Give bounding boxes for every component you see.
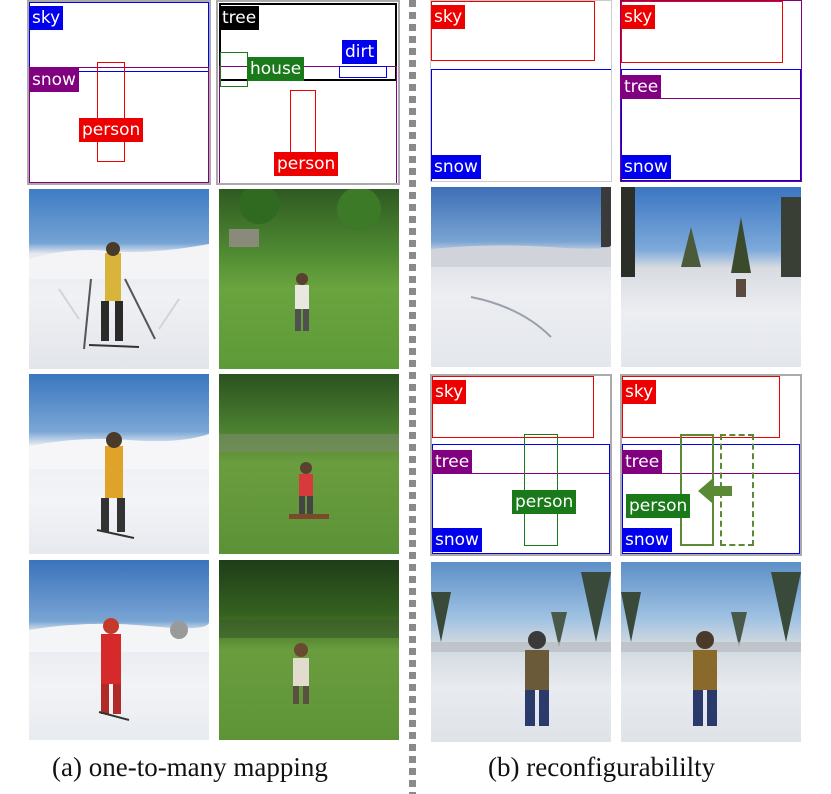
snow-label: snow bbox=[432, 528, 482, 552]
sky-box bbox=[621, 1, 783, 63]
snow-label: snow bbox=[431, 155, 481, 179]
person-box bbox=[97, 62, 125, 162]
sky-box bbox=[431, 1, 595, 61]
person-label: person bbox=[79, 118, 144, 142]
snow-box bbox=[622, 444, 800, 554]
trees-terrain bbox=[621, 187, 801, 297]
generated-image-grass-3 bbox=[219, 560, 399, 740]
tree-label: tree bbox=[219, 6, 260, 30]
skier-figure bbox=[29, 242, 209, 350]
sky-label: sky bbox=[29, 6, 64, 30]
skier-figure bbox=[621, 572, 801, 726]
generated-image-snow-2 bbox=[29, 374, 209, 554]
snow-box bbox=[29, 67, 209, 183]
snow-label: snow bbox=[29, 68, 79, 92]
skier-figure bbox=[29, 618, 209, 721]
person-label: person bbox=[512, 490, 577, 514]
dirt-label: dirt bbox=[342, 40, 378, 64]
tree-label: tree bbox=[622, 450, 663, 474]
generated-image-grass-1 bbox=[219, 189, 399, 369]
column-divider bbox=[409, 0, 416, 794]
snow-terrain bbox=[431, 187, 611, 338]
generated-image-snow-3 bbox=[29, 560, 209, 740]
snow-label: snow bbox=[621, 155, 671, 179]
sky-label: sky bbox=[622, 380, 657, 404]
house-label: house bbox=[247, 57, 305, 81]
person-label: person bbox=[274, 152, 339, 176]
sky-label: sky bbox=[431, 5, 466, 29]
layout-panel-b1: sky snow bbox=[430, 0, 612, 182]
house-box bbox=[220, 52, 248, 87]
generated-image-grass-2 bbox=[219, 374, 399, 554]
layout-panel-b4: sky tree person snow bbox=[620, 374, 802, 556]
child-figure bbox=[219, 620, 399, 704]
caption-right: (b) reconfigurabililty bbox=[488, 752, 716, 782]
sky-label: sky bbox=[621, 5, 656, 29]
move-arrow-icon bbox=[698, 479, 732, 503]
layout-panel-b3: sky tree person snow bbox=[430, 374, 612, 556]
sky-box bbox=[622, 376, 780, 438]
person-label: person bbox=[626, 494, 691, 518]
edge-line bbox=[611, 1, 612, 71]
layout-panel-a1: sky snow person bbox=[27, 0, 211, 185]
layout-panel-a2: tree house dirt person bbox=[216, 0, 400, 185]
generated-image-skier-forest-1 bbox=[431, 562, 611, 742]
tree-box bbox=[219, 3, 397, 81]
dirt-box bbox=[339, 66, 387, 78]
person-box bbox=[290, 90, 316, 158]
sky-box bbox=[432, 376, 594, 438]
generated-image-snowfield-1 bbox=[431, 187, 611, 367]
caption-left: (a) one-to-many mapping bbox=[52, 752, 328, 782]
generated-image-snowfield-2 bbox=[621, 187, 801, 367]
sky-box bbox=[29, 2, 209, 72]
snow-box bbox=[621, 69, 801, 181]
child-figure bbox=[229, 189, 381, 331]
skier-figure bbox=[431, 572, 611, 726]
generated-image-skier-forest-2 bbox=[621, 562, 801, 742]
generated-image-snow-1 bbox=[29, 189, 209, 369]
snow-box bbox=[432, 444, 610, 554]
skier-figure bbox=[29, 432, 209, 539]
layout-panel-b2: sky tree snow bbox=[620, 0, 802, 182]
snow-label: snow bbox=[622, 528, 672, 552]
child-figure bbox=[219, 434, 399, 519]
snow-strip-box bbox=[219, 66, 397, 183]
snow-box bbox=[431, 69, 611, 181]
tree-label: tree bbox=[432, 450, 473, 474]
tree-label: tree bbox=[621, 75, 662, 99]
sky-label: sky bbox=[432, 380, 467, 404]
